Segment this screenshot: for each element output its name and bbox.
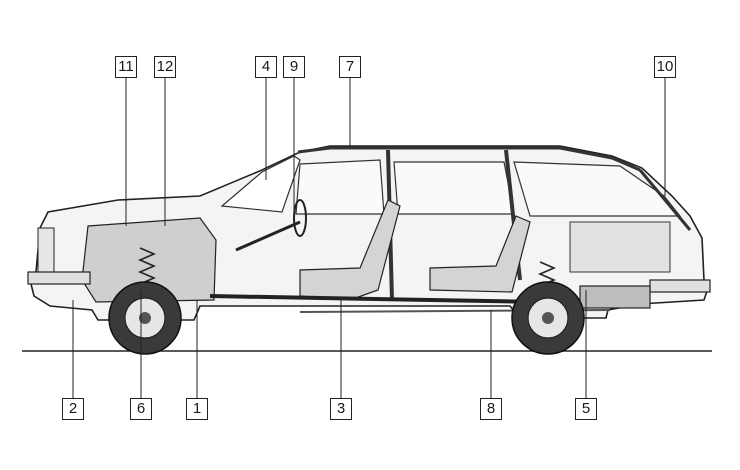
callout-7: 7 <box>339 56 361 78</box>
windshield <box>220 155 301 213</box>
callout-8: 8 <box>480 398 502 420</box>
callout-10: 10 <box>654 56 676 78</box>
callout-9: 9 <box>283 56 305 78</box>
callout-4: 4 <box>255 56 277 78</box>
rear-bumper <box>649 279 711 293</box>
callout-1: 1 <box>186 398 208 420</box>
rear-wheel <box>511 281 585 355</box>
d-pillar <box>638 169 692 231</box>
callout-6: 6 <box>130 398 152 420</box>
rear-door-window <box>393 161 515 215</box>
cargo-window <box>513 161 682 217</box>
front-seat <box>299 199 401 301</box>
radiator-grille <box>37 227 55 273</box>
callout-5: 5 <box>575 398 597 420</box>
callout-3: 3 <box>330 398 352 420</box>
front-door-window <box>295 159 385 215</box>
steering-column <box>235 220 301 252</box>
front-bumper <box>27 271 91 285</box>
roof-rail <box>297 146 641 172</box>
cargo-panel <box>569 221 671 273</box>
callout-12: 12 <box>154 56 176 78</box>
rear-seat <box>429 215 531 293</box>
callout-11: 11 <box>115 56 137 78</box>
callout-2: 2 <box>62 398 84 420</box>
front-wheel <box>108 281 182 355</box>
fuel-tank <box>579 285 651 309</box>
drive-shaft <box>209 294 541 304</box>
